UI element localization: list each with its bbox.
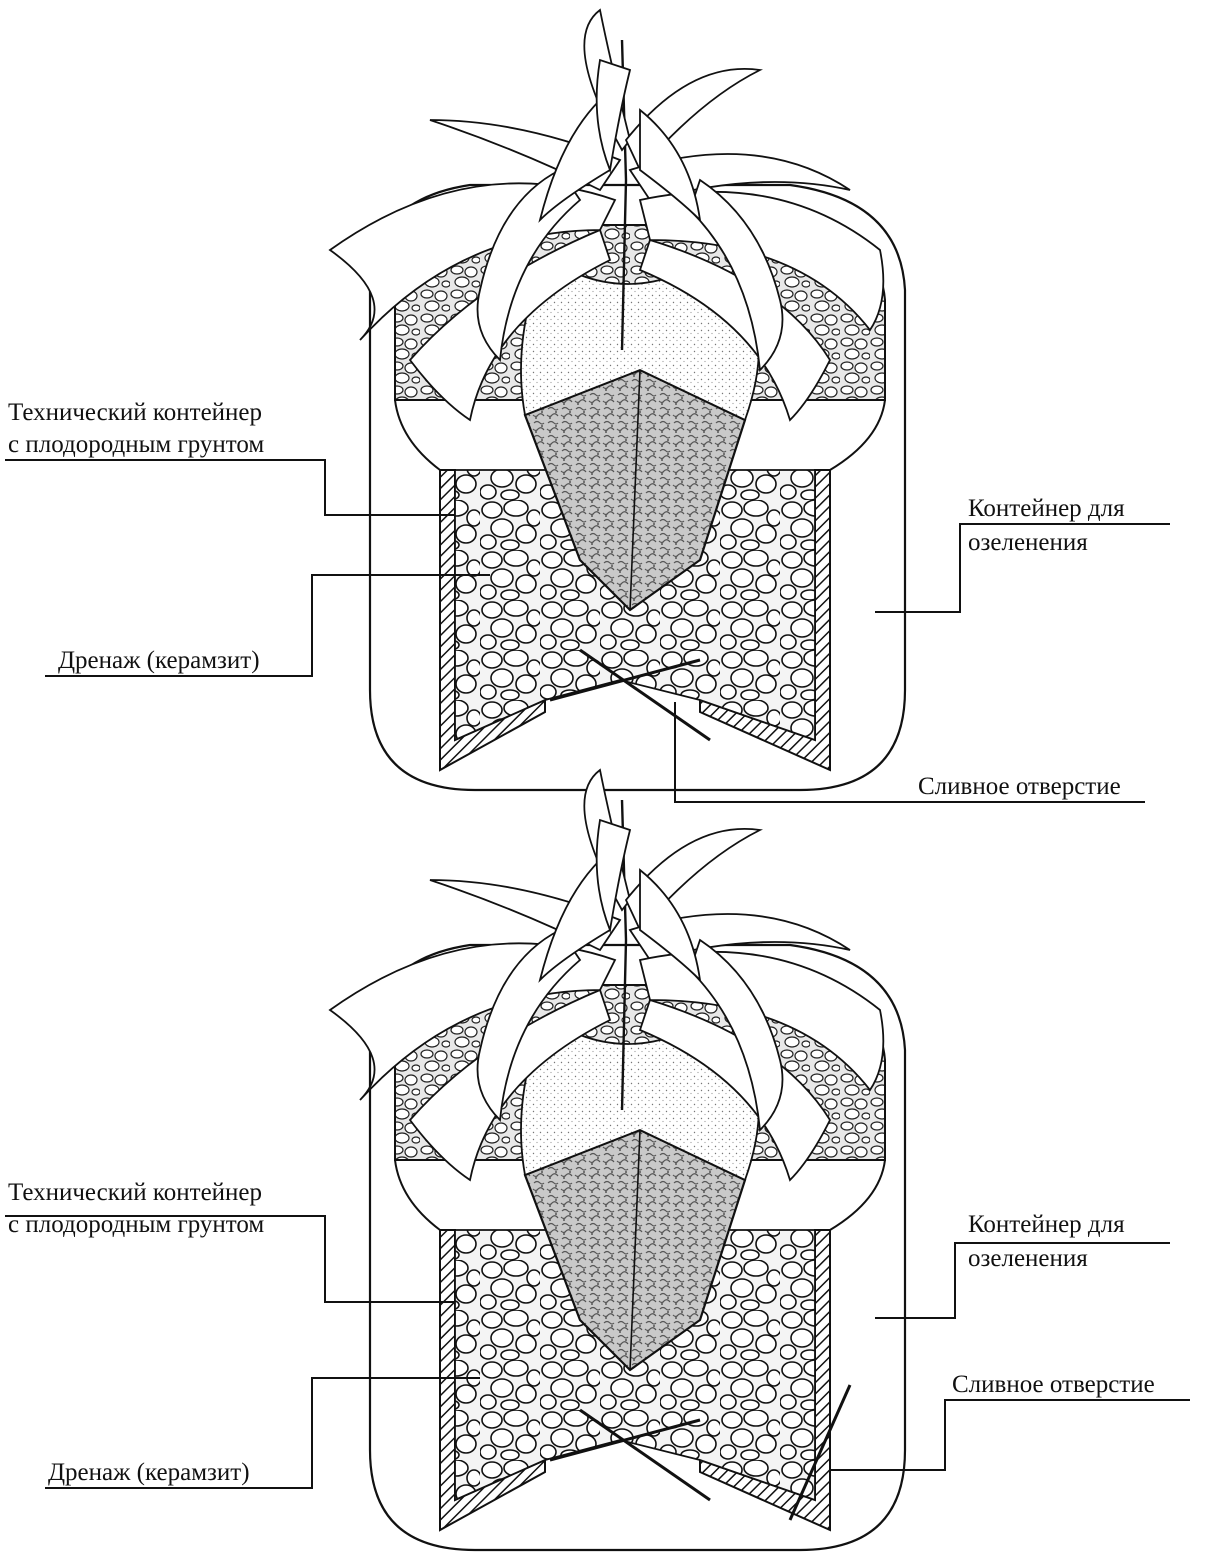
planter-illustration-2 [330,770,905,1550]
label-greening-container-line1-2: Контейнер для [968,1210,1125,1239]
label-drainage-2: Дренаж (керамзит) [48,1458,250,1487]
label-tech-container-line1-1: Технический контейнер [8,398,262,427]
label-greening-container-line2-2: озеленения [968,1244,1088,1273]
label-tech-container-line2-1: с плодородным грунтом [8,430,264,459]
label-greening-container-line2-1: озеленения [968,528,1088,557]
label-drain-hole-1: Сливное отверстие [918,772,1121,801]
label-tech-container-line2-2: с плодородным грунтом [8,1210,264,1239]
diagram-2 [5,770,1190,1550]
label-drain-hole-2: Сливное отверстие [952,1370,1155,1399]
label-tech-container-line1-2: Технический контейнер [8,1178,262,1207]
label-drainage-1: Дренаж (керамзит) [58,646,260,675]
label-greening-container-line1-1: Контейнер для [968,494,1125,523]
planter-illustration-1 [330,10,905,790]
